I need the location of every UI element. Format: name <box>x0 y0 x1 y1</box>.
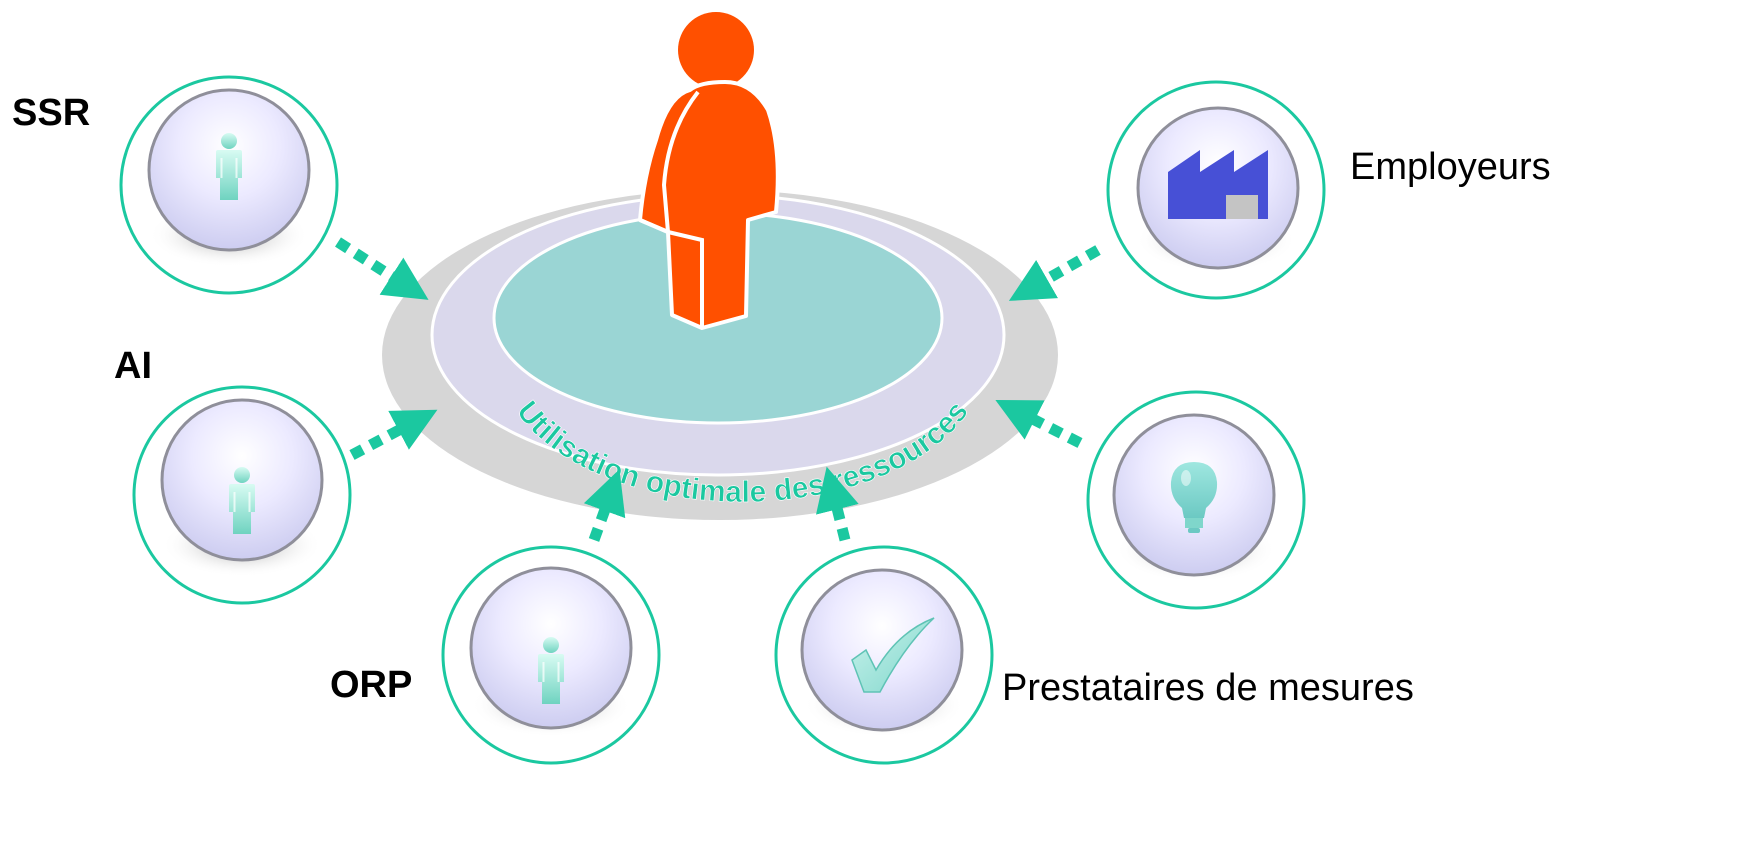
central-platform <box>382 190 1058 520</box>
label-ai: AI <box>114 345 152 387</box>
label-prestataires: Prestataires de mesures <box>1002 667 1414 709</box>
connector-arrows <box>335 237 1101 542</box>
factory-icon <box>1168 150 1268 219</box>
node-employeurs <box>1106 80 1326 300</box>
label-orp: ORP <box>330 664 413 706</box>
checkmark-icon <box>851 617 935 693</box>
node-prestataires <box>774 545 994 765</box>
node-orp <box>441 545 661 765</box>
lightbulb-icon <box>1170 462 1218 533</box>
label-employeurs: Employeurs <box>1350 146 1551 188</box>
node-ssr <box>119 75 339 295</box>
node-ai <box>132 385 352 605</box>
central-person-icon <box>638 12 780 330</box>
label-ssr: SSR <box>12 92 91 134</box>
arrow-employeurs <box>1008 245 1101 301</box>
arrow-ssr <box>335 237 429 300</box>
node-lightbulb <box>1086 390 1306 610</box>
arrow-ai <box>349 409 438 460</box>
arrow-prestataires <box>815 466 859 542</box>
arrow-orp <box>583 469 626 542</box>
